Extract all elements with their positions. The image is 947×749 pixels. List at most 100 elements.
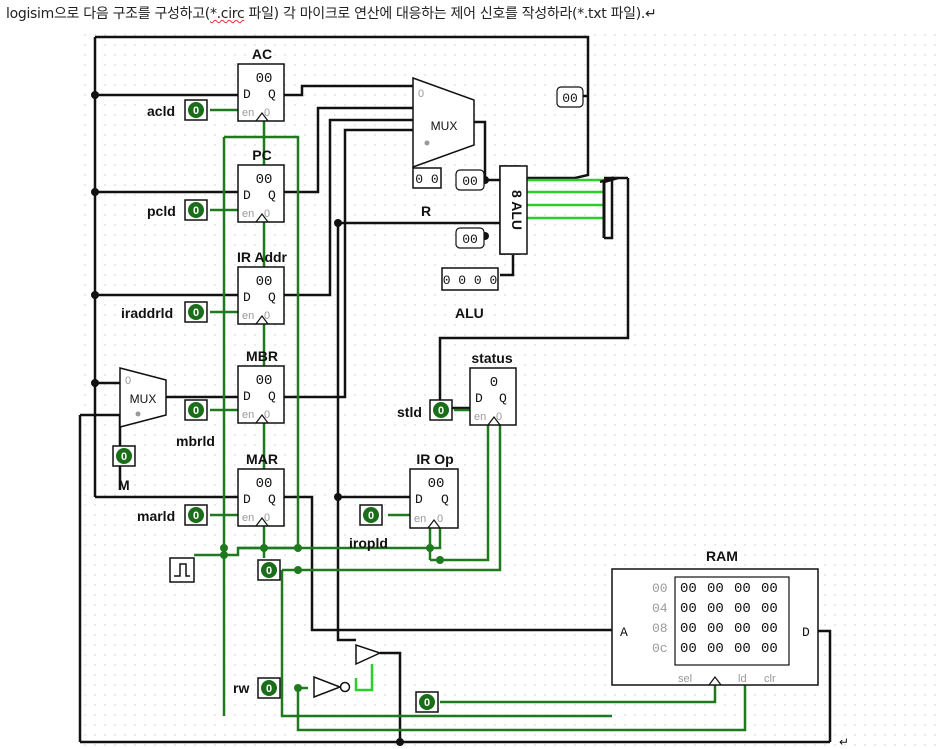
ram-pin-clr: clr (764, 673, 776, 685)
pin-rw[interactable]: rw 0 (233, 677, 281, 699)
register-mbr-name: MBR (246, 348, 278, 364)
pin-iraddrld-label: iraddrld (121, 305, 173, 321)
ram-cell: 00 (761, 641, 778, 657)
pin-m-value: 0 (121, 451, 127, 463)
tristate-buffer (355, 643, 383, 666)
probe-alu-a: 00 (455, 169, 485, 191)
register-ac-value: 00 (256, 71, 273, 87)
probe-top: 00 (556, 86, 584, 108)
pin-marld[interactable]: marld 0 (137, 504, 208, 526)
pin-iropld-value: 0 (368, 510, 374, 522)
register-ac-en-pin: en (242, 107, 254, 119)
instruction-prefix: logisim으로 다음 구조를 구성하고( (6, 6, 210, 22)
ram-title: RAM (706, 548, 738, 564)
probe-alu-a-value: 00 (462, 174, 478, 189)
register-status-zero: 0 (496, 411, 502, 423)
register-iraddr-name: IR Addr (237, 249, 288, 265)
register-iraddr-d-pin: D (243, 290, 251, 305)
pin-rw-label: rw (233, 680, 249, 696)
pin-iraddrld[interactable]: iraddrld 0 (121, 301, 208, 323)
pin-stld[interactable]: stld 0 (397, 399, 453, 421)
pin-m-label: M (118, 477, 130, 493)
ram-cell: 00 (680, 641, 697, 657)
ram-cell: 00 (680, 621, 697, 637)
register-mar-zero: 0 (264, 512, 270, 524)
pin-rw-value: 0 (266, 683, 272, 695)
ram-row-address: 00 (652, 581, 668, 596)
register-mar-d-pin: D (243, 492, 251, 507)
ram-cell: 00 (734, 581, 751, 597)
pin-reset[interactable]: 0 (257, 559, 281, 581)
register-iraddr-value: 00 (256, 274, 273, 290)
register-mbr-zero: 0 (264, 409, 270, 421)
mux-left: 0 MUX (119, 367, 167, 428)
pin-acld-value: 0 (193, 105, 199, 117)
register-ac: AC 00 D Q en 0 (237, 46, 285, 122)
register-pc-d-pin: D (243, 188, 251, 203)
ram-cell: 00 (707, 621, 724, 637)
register-pc-value: 00 (256, 172, 273, 188)
pin-acld-label: acld (147, 103, 175, 119)
pin-mbrld-label: mbrld (176, 433, 215, 449)
register-ac-zero: 0 (264, 107, 270, 119)
pin-ram-sel[interactable]: 0 (415, 691, 439, 713)
clock-icon[interactable] (169, 557, 195, 583)
pin-iropld[interactable]: iropld 0 (349, 504, 388, 551)
register-mar-name: MAR (246, 451, 278, 467)
pin-reset-value: 0 (266, 565, 272, 577)
ram-row-address: 04 (652, 601, 668, 616)
register-iraddr: IR Addr 00 D Q en 0 (237, 249, 288, 325)
mux-top-sel-zero: 0 (418, 88, 424, 100)
register-irop-zero: 0 (437, 513, 443, 525)
mux-left-sel-zero: 0 (125, 375, 131, 387)
ram-pin-d: D (802, 625, 810, 640)
register-status-en-pin: en (474, 411, 486, 423)
pin-ram-sel-value: 0 (424, 697, 430, 709)
register-irop-d-pin: D (415, 492, 423, 507)
register-iraddr-q-pin: Q (268, 290, 276, 305)
pin-marld-value: 0 (193, 510, 199, 522)
ram-cell: 00 (680, 601, 697, 617)
mux-top-label: MUX (431, 119, 458, 133)
register-mbr-q-pin: Q (268, 389, 276, 404)
ram-cell: 00 (707, 581, 724, 597)
instruction-circ: *.circ (209, 6, 245, 22)
register-mar: MAR 00 D Q en 0 (237, 451, 285, 527)
not-gate (313, 675, 351, 699)
pin-acld[interactable]: acld 0 (147, 99, 208, 121)
end-mark: ↵ (839, 735, 849, 749)
register-irop-q-pin: Q (441, 492, 449, 507)
register-status-name: status (471, 350, 512, 366)
pin-mux-sel[interactable]: 0 0 (412, 167, 442, 189)
register-mbr: MBR 00 D Q en 0 (237, 348, 285, 424)
register-ac-name: AC (252, 46, 272, 62)
ram-pin-ld: ld (738, 673, 747, 685)
pin-mbrld[interactable]: mbrld 0 (176, 399, 215, 449)
pin-mbrld-value: 0 (193, 405, 199, 417)
register-mar-en-pin: en (242, 512, 254, 524)
register-pc-en-pin: en (242, 208, 254, 220)
probe-top-value: 00 (562, 91, 578, 106)
pin-pcld-value: 0 (193, 205, 199, 217)
pin-mux-sel-value: 0 0 (415, 172, 438, 187)
mux-top: 0 MUX (412, 76, 475, 169)
alu-block: 8 ALU (499, 165, 528, 255)
pin-m[interactable]: 0 M (112, 445, 136, 493)
register-iraddr-zero: 0 (264, 310, 270, 322)
ram-cell: 00 (680, 581, 697, 597)
pin-pcld-label: pcld (147, 203, 176, 219)
register-mbr-value: 00 (256, 373, 273, 389)
register-pc: PC 00 D Q en 0 (237, 147, 285, 223)
pin-alu-op[interactable]: 0 0 0 0 ALU (441, 267, 499, 321)
ram-cell: 00 (734, 601, 751, 617)
ram-pin-sel: sel (678, 673, 692, 685)
ram-cell: 00 (707, 641, 724, 657)
pin-pcld[interactable]: pcld 0 (147, 199, 208, 221)
ram-cell: 00 (761, 581, 778, 597)
register-irop: IR Op 00 D Q en 0 (409, 451, 459, 529)
r-label: R (421, 203, 431, 219)
pin-marld-label: marld (137, 508, 175, 524)
